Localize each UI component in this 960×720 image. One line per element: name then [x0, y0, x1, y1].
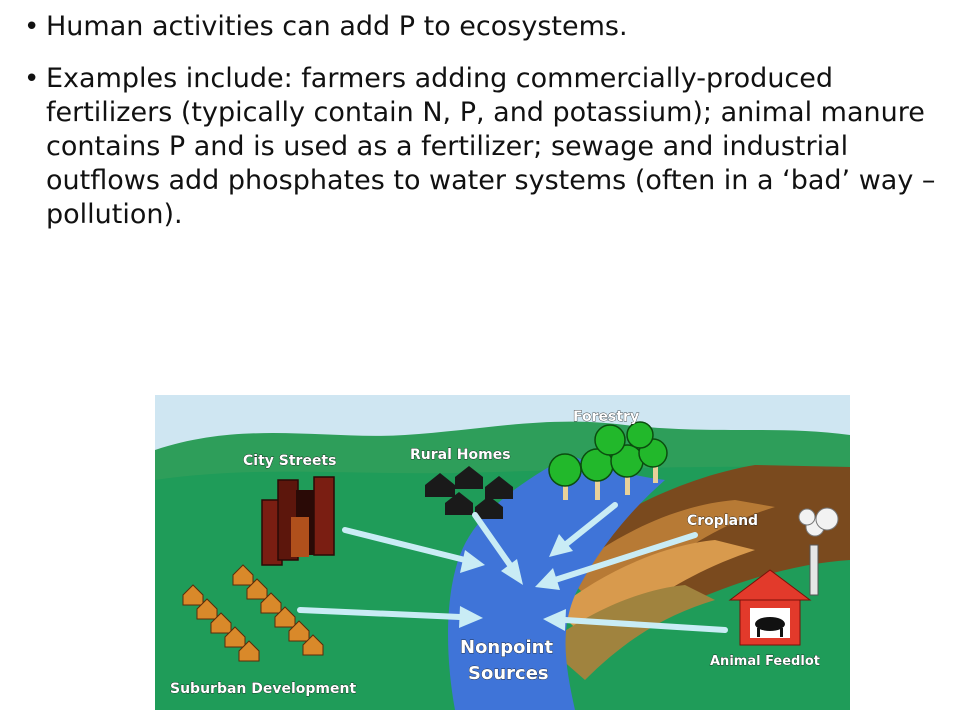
- city-buildings: [261, 476, 335, 566]
- label-city-streets: City Streets: [243, 453, 336, 469]
- cropland-band: [545, 585, 715, 680]
- bullet-item: Human activities can add P to ecosystems…: [24, 10, 944, 44]
- rural-homes: [425, 466, 513, 519]
- suburban-houses: [182, 564, 324, 662]
- nonpoint-sources-diagram: Forestry Rural Homes City Streets Cropla…: [155, 395, 850, 710]
- runoff-arrows: [297, 502, 728, 633]
- bullet-item: Examples include: farmers adding commerc…: [24, 62, 944, 232]
- cow-icon: [755, 617, 785, 631]
- label-suburban-development: Suburban Development: [170, 681, 356, 697]
- label-sources: Sources: [468, 663, 549, 684]
- label-cropland: Cropland: [687, 513, 758, 529]
- label-nonpoint: Nonpoint: [460, 637, 553, 658]
- animal-feedlot-barn: [728, 507, 839, 646]
- label-forestry: Forestry: [573, 409, 639, 425]
- label-rural-homes: Rural Homes: [410, 447, 511, 463]
- bullet-list: Human activities can add P to ecosystems…: [24, 10, 944, 250]
- label-animal-feedlot: Animal Feedlot: [710, 654, 820, 669]
- forestry-trees: [548, 421, 668, 500]
